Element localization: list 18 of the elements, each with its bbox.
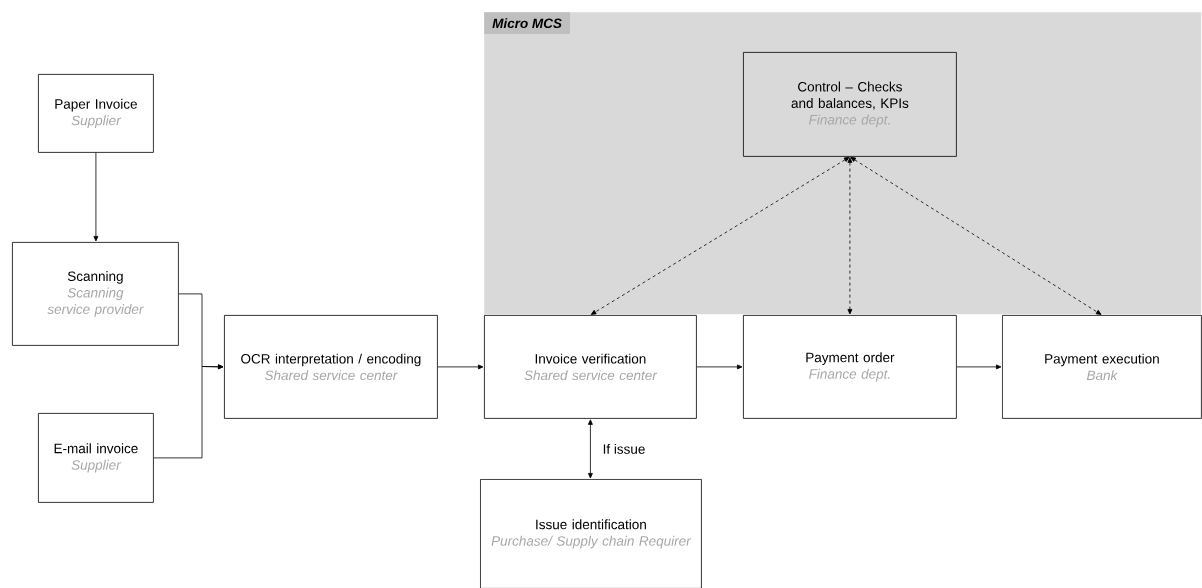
process-box: OCR interpretation / encoding Shared service center [224, 315, 438, 419]
arrow [956, 364, 1002, 370]
process-box: E-mail invoice Supplier [38, 413, 154, 503]
dashed-arrow [850, 156, 1102, 315]
process-box: Payment order Finance dept. [743, 315, 957, 419]
arrow [437, 364, 484, 370]
edge-label: If issue [600, 441, 648, 456]
arrow [696, 364, 743, 370]
process-box: Scanning Scanning service provider [12, 242, 179, 346]
process-box: Issue identification Purchase/ Supply chain Requirer [480, 479, 702, 588]
arrow [93, 152, 99, 242]
process-box: Payment execution Bank [1002, 315, 1202, 419]
arrow [153, 364, 224, 459]
dashed-arrow [847, 157, 853, 315]
dashed-arrow [590, 156, 850, 315]
process-box: Paper Invoice Supplier [38, 74, 154, 153]
arrow [588, 419, 593, 479]
process-box: Invoice verification Shared service center [484, 315, 697, 419]
